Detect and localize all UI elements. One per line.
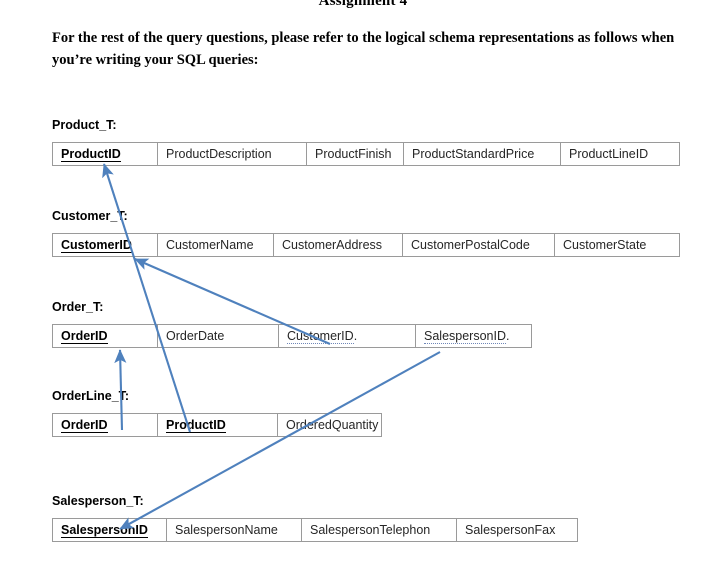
relation-label-product-t: Product_T: (52, 118, 117, 132)
relation-label-customer-t: Customer_T: (52, 209, 128, 223)
column-customer-customeraddress: CustomerAddress (273, 233, 403, 257)
relation-table-salesperson-t: SalespersonID SalespersonName Salesperso… (52, 518, 578, 542)
column-orderline-productid: ProductID (157, 413, 278, 437)
relation-table-product-t: ProductID ProductDescription ProductFini… (52, 142, 680, 166)
relation-table-orderline-t: OrderID ProductID OrderedQuantity (52, 413, 382, 437)
column-order-orderid: OrderID (52, 324, 158, 348)
column-salesperson-salespersonname: SalespersonName (166, 518, 302, 542)
relation-block-orderline-t: OrderLine_T: OrderID ProductID OrderedQu… (52, 389, 382, 437)
column-customer-customername: CustomerName (157, 233, 274, 257)
table-row: CustomerID CustomerName CustomerAddress … (52, 233, 680, 257)
intro-paragraph: For the rest of the query questions, ple… (52, 30, 675, 68)
table-row: OrderID ProductID OrderedQuantity (52, 413, 382, 437)
column-product-productfinish: ProductFinish (306, 142, 404, 166)
column-orderline-orderid: OrderID (52, 413, 158, 437)
relation-label-orderline-t: OrderLine_T: (52, 389, 130, 403)
table-row: SalespersonID SalespersonName Salesperso… (52, 518, 578, 542)
table-row: OrderID OrderDate CustomerID. Salesperso… (52, 324, 532, 348)
page-title: Assignment 4 (318, 0, 408, 9)
column-product-productlineid: ProductLineID (560, 142, 680, 166)
relation-block-salesperson-t: Salesperson_T: SalespersonID Salesperson… (52, 494, 578, 542)
column-customer-customerstate: CustomerState (554, 233, 680, 257)
relation-block-customer-t: Customer_T: CustomerID CustomerName Cust… (52, 209, 680, 257)
column-order-salespersonid: SalespersonID. (415, 324, 532, 348)
relation-table-order-t: OrderID OrderDate CustomerID. Salesperso… (52, 324, 532, 348)
table-row: ProductID ProductDescription ProductFini… (52, 142, 680, 166)
relation-label-salesperson-t: Salesperson_T: (52, 494, 144, 508)
column-product-productdescription: ProductDescription (157, 142, 307, 166)
column-salesperson-salespersonfax: SalespersonFax (456, 518, 578, 542)
column-product-productstandardprice: ProductStandardPrice (403, 142, 561, 166)
relation-block-order-t: Order_T: OrderID OrderDate CustomerID. S… (52, 300, 532, 348)
column-salesperson-salespersontelephon: SalespersonTelephon (301, 518, 457, 542)
column-customer-customerpostalcode: CustomerPostalCode (402, 233, 555, 257)
column-customer-customerid: CustomerID (52, 233, 158, 257)
column-salesperson-salespersonid: SalespersonID (52, 518, 167, 542)
relation-table-customer-t: CustomerID CustomerName CustomerAddress … (52, 233, 680, 257)
relation-block-product-t: Product_T: ProductID ProductDescription … (52, 118, 680, 166)
relation-label-order-t: Order_T: (52, 300, 104, 314)
column-orderline-orderedquantity: OrderedQuantity (277, 413, 382, 437)
column-order-orderdate: OrderDate (157, 324, 279, 348)
column-order-customerid: CustomerID. (278, 324, 416, 348)
column-product-productid: ProductID (52, 142, 158, 166)
